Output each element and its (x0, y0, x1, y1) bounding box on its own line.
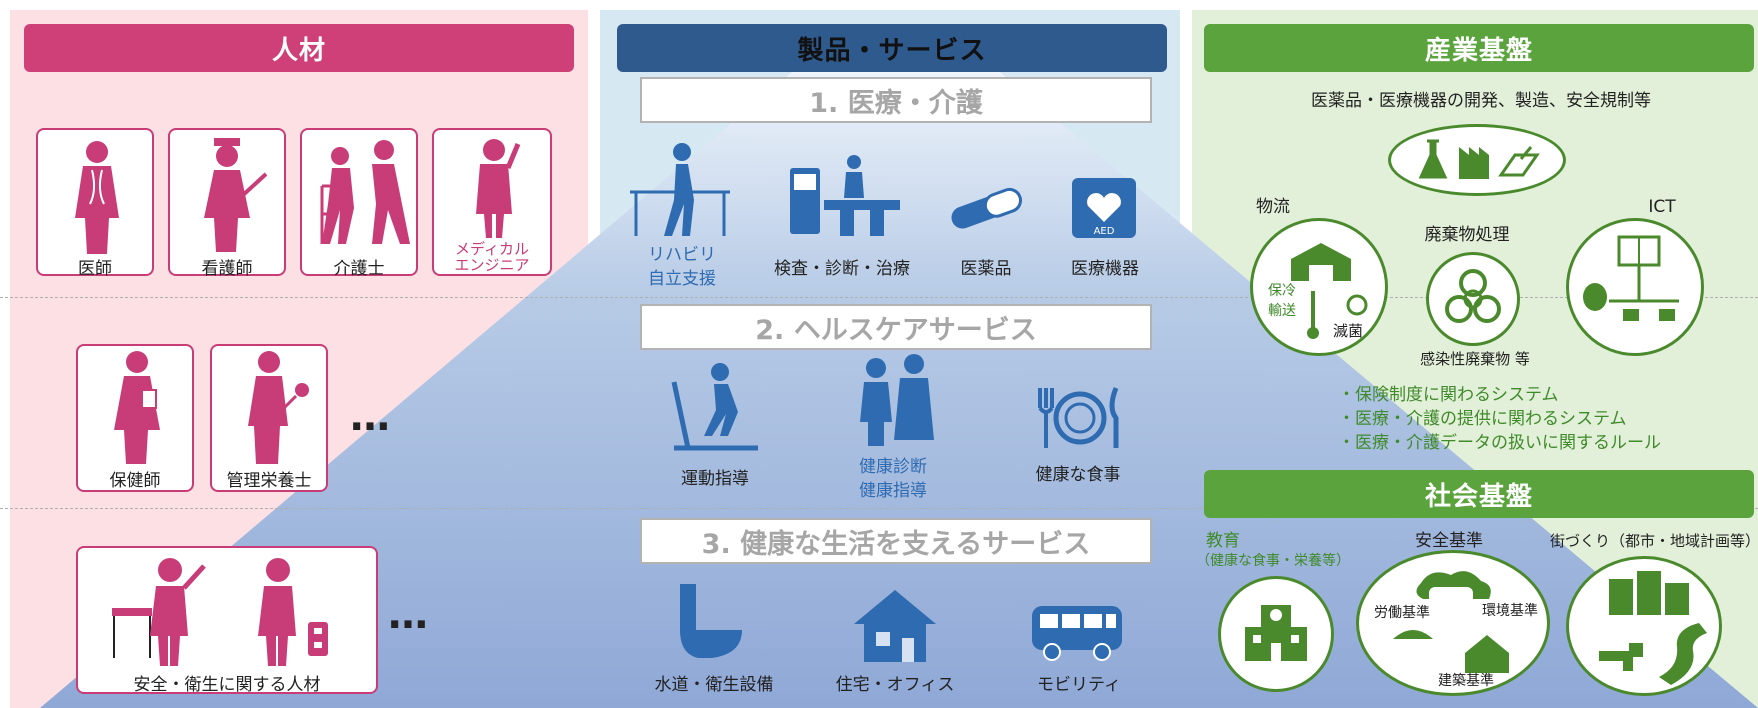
label-dietitian: 管理栄養士 (226, 471, 312, 491)
label-doctor: 医師 (78, 259, 112, 279)
school-icon (1245, 605, 1307, 661)
checkup-icon (860, 354, 934, 446)
rehab-icon (630, 143, 730, 236)
ict-circle (1566, 218, 1704, 356)
industry-header: 産業基盤 (1204, 24, 1754, 72)
public-health-nurse-icon (114, 351, 160, 464)
label-caregiver: 介護士 (333, 259, 385, 279)
town-planning-circle (1566, 556, 1722, 696)
label-medicine: 医薬品 (960, 259, 1012, 279)
label-meal: 健康な食事 (1035, 465, 1121, 485)
toilet-icon (680, 584, 742, 658)
education-subtitle: （健康な食事・栄養等） (1196, 553, 1350, 569)
divider-2 (0, 508, 1758, 509)
card-public-health-nurse: 保健師 (76, 344, 194, 492)
label-sterilize: 滅菌 (1332, 322, 1363, 340)
safety-worker-icon (112, 558, 328, 666)
card-doctor: 医師 (36, 128, 154, 279)
label-safety-talent: 安全・衛生に関する人材 (133, 675, 321, 695)
label-rehab-2: 自立支援 (648, 269, 716, 289)
label-labor-standards: 労働基準 (1374, 605, 1430, 621)
safety-standards-icons (1393, 571, 1509, 673)
education-circle (1218, 576, 1334, 692)
social-header: 社会基盤 (1204, 470, 1754, 518)
city-faucet-road-icon (1599, 571, 1707, 685)
label-cold-chain-2: 輸送 (1268, 303, 1296, 319)
card-safety-talent: 安全・衛生に関する人材 (76, 546, 378, 695)
card-dietitian: 管理栄養士 (210, 344, 328, 492)
aed-text: AED (1094, 226, 1115, 237)
meal-icon (1038, 387, 1119, 448)
divider-1 (0, 297, 1758, 298)
ellipsis-talent-row2: … (350, 394, 394, 440)
label-water: 水道・衛生設備 (654, 675, 774, 695)
logistics-circle (1250, 218, 1388, 356)
ict-title: ICT (1648, 197, 1676, 217)
logistics-title: 物流 (1256, 197, 1290, 217)
safety-standards-title: 安全基準 (1415, 531, 1483, 551)
house-icon (854, 590, 936, 662)
label-exam: 検査・診断・治療 (774, 259, 910, 279)
label-checkup-1: 健康診断 (859, 457, 927, 477)
ellipsis-talent-row3: … (388, 592, 432, 638)
bus-icon (1032, 606, 1122, 661)
label-public-health-nurse: 保健師 (109, 471, 161, 491)
warehouse-icon (1291, 243, 1368, 339)
label-infectious-waste: 感染性廃棄物 等 (1420, 350, 1530, 368)
treadmill-icon (671, 363, 758, 451)
safety-standards-circle (1356, 550, 1550, 696)
section-title-3: 3. 健康な生活を支えるサービス (640, 518, 1152, 564)
label-exercise: 運動指導 (681, 469, 749, 489)
aed-icon: AED (1072, 178, 1136, 238)
bullet-data-rules: ・医療・介護データの扱いに関するルール (1338, 433, 1661, 453)
town-planning-title: 街づくり（都市・地域計画等） (1550, 532, 1758, 550)
pharma-icons-oval (1388, 124, 1566, 196)
label-medical-engineer-1: メディカル (455, 240, 529, 258)
bullet-care-system: ・医療・介護の提供に関わるシステム (1338, 409, 1627, 429)
label-checkup-2: 健康指導 (859, 481, 927, 501)
label-mobility: モビリティ (1037, 675, 1121, 695)
label-medical-engineer-2: エンジニア (454, 256, 530, 274)
caregiver-icon (320, 140, 410, 244)
education-title: 教育 (1206, 531, 1240, 551)
label-medical-devices: 医療機器 (1071, 259, 1139, 279)
dietitian-icon (248, 351, 309, 464)
network-icon (1583, 235, 1679, 321)
waste-circle (1426, 252, 1520, 346)
label-nurse: 看護師 (201, 259, 253, 279)
bullet-insurance: ・保険制度に関わるシステム (1338, 385, 1559, 405)
card-medical-engineer: メディカル エンジニア (432, 128, 552, 276)
exam-icon (790, 155, 900, 236)
products-header: 製品・サービス (617, 24, 1167, 72)
label-building-standards: 建築基準 (1438, 673, 1494, 689)
label-cold-chain-1: 保冷 (1268, 283, 1296, 299)
engineer-icon (476, 139, 521, 238)
talent-header: 人材 (24, 24, 574, 72)
label-house: 住宅・オフィス (835, 675, 955, 695)
doctor-icon (75, 141, 119, 254)
section-title-2: 2. ヘルスケアサービス (640, 304, 1152, 350)
nurse-icon (204, 138, 268, 252)
waste-title: 廃棄物処理 (1424, 225, 1510, 245)
label-rehab-1: リハビリ (648, 245, 716, 265)
label-env-standards: 環境基準 (1482, 603, 1538, 619)
card-caregiver: 介護士 (300, 128, 418, 279)
biohazard-icon (1445, 269, 1501, 323)
section-title-1: 1. 医療・介護 (640, 77, 1152, 123)
pharma-title: 医薬品・医療機器の開発、製造、安全規制等 (1311, 91, 1651, 111)
medicine-icon (951, 187, 1022, 229)
card-nurse: 看護師 (168, 128, 286, 279)
flask-factory-book-icon (1418, 139, 1540, 179)
